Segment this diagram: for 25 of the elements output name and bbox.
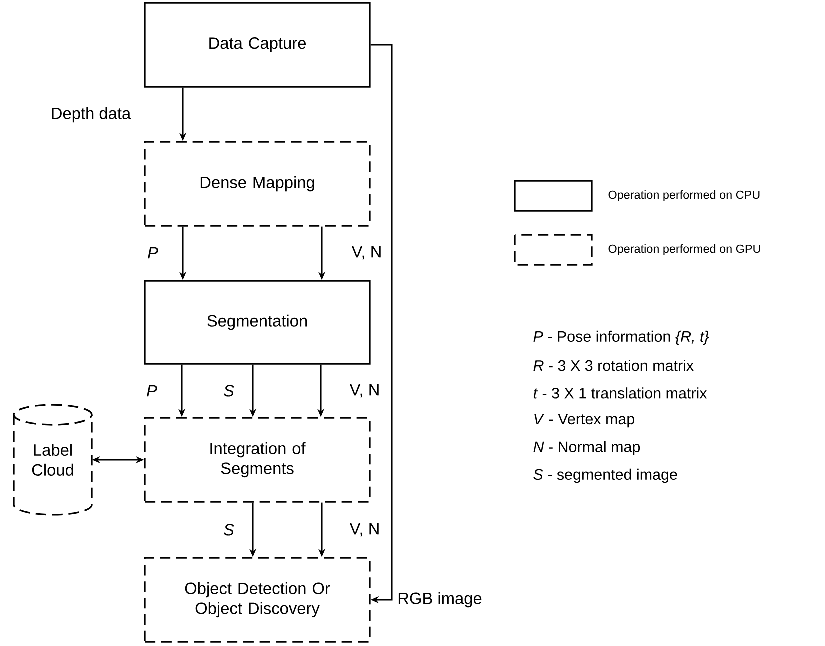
edge-label: S [222, 384, 236, 398]
edge-label: P [146, 246, 160, 260]
edge-label: V, N [348, 522, 382, 538]
edge-label: V, N [348, 383, 382, 399]
process-box: Integration of Segments [144, 417, 371, 503]
symbol-definition: V - Vertex map [534, 414, 634, 428]
process-box: Segmentation [144, 280, 371, 365]
edge-label: V, N [350, 245, 384, 261]
symbol-definition: P - Pose information {R, t} [534, 330, 710, 346]
legend-entry: Operation performed on CPU [514, 180, 760, 212]
edge-label: P [145, 384, 159, 398]
process-box: Object Detection Or Object Discovery [144, 557, 371, 643]
edge-label: S [222, 523, 236, 537]
symbol-definition: t - 3 X 1 translation matrix [534, 388, 708, 399]
database-cylinder: Label Cloud [13, 404, 93, 516]
process-box: Data Capture [144, 2, 371, 88]
edge-label: Depth data [50, 106, 132, 124]
node-label: Label Cloud [32, 444, 74, 476]
arrow [370, 44, 393, 604]
legend-entry: Operation performed on GPU [514, 234, 760, 266]
symbol-definition: N - Normal map [534, 441, 640, 456]
symbol-definition: S - segmented image [534, 468, 678, 484]
edge-label: RGB image [396, 591, 484, 609]
symbol-definition: R - 3 X 3 rotation matrix [534, 360, 694, 372]
process-box: Dense Mapping [144, 141, 371, 227]
